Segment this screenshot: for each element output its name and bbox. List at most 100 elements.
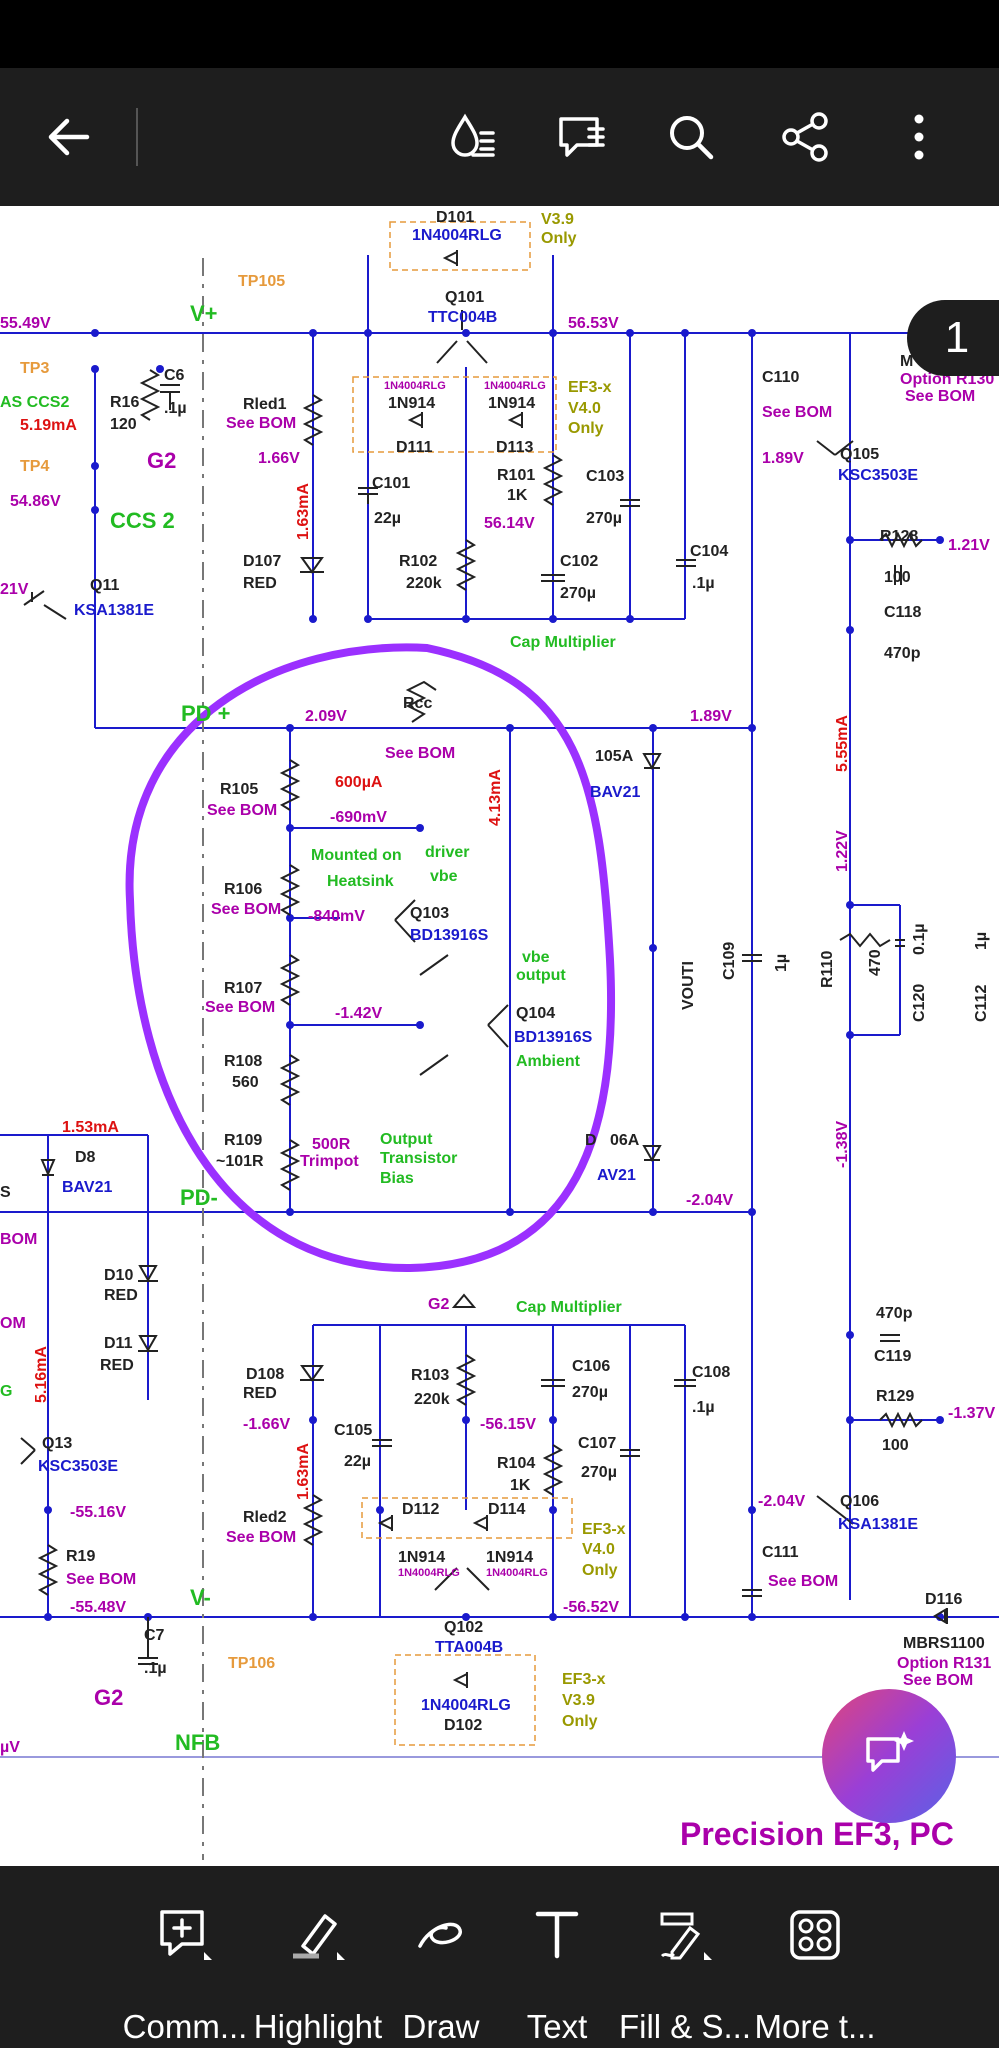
- more-icon[interactable]: [880, 98, 958, 176]
- schematic-label-rled2: Rled2: [243, 1509, 287, 1526]
- schematic-label-d112-part-s: 1N4004RLG: [398, 1567, 460, 1579]
- schematic-label-q103: Q103: [410, 905, 449, 922]
- schematic-label-c108-val: .1µ: [692, 1399, 715, 1416]
- schematic-label-v-189a: 1.89V: [762, 450, 804, 467]
- share-icon[interactable]: [766, 98, 844, 176]
- schematic-label-v-21: 21V: [0, 581, 29, 598]
- schematic-label-v-122: 1.22V: [834, 830, 851, 872]
- schematic-label-c106-val: 270µ: [572, 1384, 608, 1401]
- ai-assistant-button[interactable]: [822, 1689, 956, 1823]
- schematic-label-ma519: 5.19mA: [20, 417, 77, 434]
- schematic-label-d113-part-s: 1N4004RLG: [484, 380, 546, 392]
- schematic-label-trimpot: Trimpot: [300, 1153, 359, 1170]
- schematic-label-cap-mult-b: Cap Multiplier: [516, 1299, 622, 1316]
- search-icon[interactable]: [652, 98, 730, 176]
- schematic-label-r16: R16: [110, 394, 139, 411]
- schematic-label-d111-part: 1N914: [388, 395, 435, 412]
- schematic-label-d102-part: 1N4004RLG: [421, 1697, 511, 1714]
- schematic-label-v39-a: V3.9: [541, 211, 574, 228]
- schematic-label-bom-cut-a: BOM: [0, 1231, 37, 1248]
- schematic-label-only-d: Only: [562, 1713, 598, 1730]
- label-g2-c: G2: [94, 1685, 123, 1710]
- schematic-label-r103-val: 220k: [414, 1391, 450, 1408]
- schematic-label-v-5652n: -56.52V: [563, 1599, 619, 1616]
- schematic-label-c102-val: 270µ: [560, 585, 596, 602]
- schematic-label-c112-val: 1µ: [973, 932, 990, 950]
- read-aloud-icon[interactable]: [432, 98, 510, 176]
- schematic-label-q13-part: KSC3503E: [38, 1458, 118, 1475]
- schematic-label-c107: C107: [578, 1435, 616, 1452]
- schematic: V+ V- NFB PD + PD- CCS 2 G2 G2 Precision…: [0, 209, 999, 1860]
- schematic-label-v39-b: V3.9: [562, 1692, 595, 1709]
- schematic-label-c118-val: 470p: [884, 645, 921, 662]
- schematic-label-ma516: 5.16mA: [33, 1346, 50, 1403]
- schematic-label-q104: Q104: [516, 1005, 555, 1022]
- schematic-label-see-bom-r107: See BOM: [205, 999, 275, 1016]
- draw-tool[interactable]: Draw: [366, 1866, 516, 2048]
- schematic-label-ef3x-b: EF3-x: [582, 1521, 626, 1538]
- schematic-label-q104-part: BD13916S: [514, 1029, 593, 1046]
- schematic-label-c6-val: .1µ: [164, 400, 187, 417]
- schematic-label-ua600: 600µA: [335, 774, 383, 791]
- schematic-label-g-cut: G: [0, 1383, 12, 1400]
- back-arrow-icon[interactable]: [30, 98, 108, 176]
- document-canvas[interactable]: V+ V- NFB PD + PD- CCS 2 G2 G2 Precision…: [0, 206, 999, 1866]
- schematic-label-only-b: Only: [568, 420, 604, 437]
- schematic-label-d105a: 105A: [595, 748, 634, 765]
- schematic-label-v-204a: -2.04V: [686, 1192, 733, 1209]
- schematic-label-q105-part: KSC3503E: [838, 467, 918, 484]
- fill-sign-tool[interactable]: Fill & S...: [610, 1866, 760, 2048]
- schematic-label-r128: R128: [880, 528, 918, 545]
- schematic-label-v-5486: 54.86V: [10, 493, 61, 510]
- schematic-label-v-5548n: -55.48V: [70, 1599, 126, 1616]
- text-tool[interactable]: Text: [482, 1866, 632, 2048]
- schematic-label-c119: C119: [874, 1348, 911, 1365]
- schematic-label-v-166: 1.66V: [258, 450, 300, 467]
- label-nfb: NFB: [175, 1730, 220, 1755]
- schematic-label-ef3x-c: EF3-x: [562, 1671, 606, 1688]
- schematic-label-r110-val: 470: [867, 949, 884, 976]
- more-tools-label: More t...: [754, 2008, 876, 2045]
- schematic-label-see-bom-r105: See BOM: [207, 802, 277, 819]
- schematic-label-bav21-a: BAV21: [590, 784, 640, 801]
- comment-tool[interactable]: Comm...: [110, 1866, 260, 2048]
- schematic-label-r106: R106: [224, 881, 262, 898]
- schematic-label-v-209: 2.09V: [305, 708, 347, 725]
- schematic-label-r16-val: 120: [110, 416, 137, 433]
- schematic-label-see-bom-r130: See BOM: [905, 388, 975, 405]
- schematic-label-d114: D114: [488, 1501, 525, 1518]
- schematic-label-ef3x-a: EF3-x: [568, 379, 612, 396]
- schematic-label-r129-val: 100: [882, 1437, 909, 1454]
- schematic-label-tp4: TP4: [20, 458, 49, 475]
- schematic-label-v-5614: 56.14V: [484, 515, 535, 532]
- schematic-label-r110: R110: [819, 951, 836, 988]
- schematic-label-vouti: VOUTI: [680, 961, 697, 1010]
- label-vplus: V+: [190, 301, 218, 326]
- more-tools[interactable]: More t...: [740, 1866, 890, 2048]
- schematic-label-vbe-a: vbe: [430, 868, 458, 885]
- schematic-label-see-bom-r131: See BOM: [903, 1672, 973, 1689]
- schematic-label-r129: R129: [876, 1388, 914, 1405]
- schematic-label-c118: C118: [884, 604, 921, 621]
- schematic-label-c104: C104: [690, 543, 728, 560]
- schematic-label-v40-b: V4.0: [582, 1541, 615, 1558]
- schematic-label-d113: D113: [496, 439, 533, 456]
- schematic-label-d108: D108: [246, 1366, 284, 1383]
- label-ccs2: CCS 2: [110, 508, 175, 533]
- comment-tool-label: Comm...: [122, 2008, 248, 2045]
- comments-icon[interactable]: [542, 98, 620, 176]
- schematic-label-c120: C120: [911, 984, 928, 1022]
- schematic-label-d114-part-s: 1N4004RLG: [486, 1567, 548, 1579]
- schematic-label-q102: Q102: [444, 1619, 483, 1636]
- schematic-label-c109-val: 1µ: [773, 954, 790, 972]
- toolbar-divider: [136, 108, 138, 166]
- schematic-label-m-cut: M: [900, 353, 913, 370]
- fill-sign-icon: [660, 1912, 712, 1960]
- schematic-label-d108-color: RED: [243, 1385, 277, 1402]
- highlight-tool[interactable]: Highlight: [243, 1866, 393, 2048]
- schematic-label-c105: C105: [334, 1422, 372, 1439]
- status-bar: [0, 0, 999, 68]
- comment-add-icon: [160, 1910, 212, 1960]
- schematic-label-see-bom-c110: See BOM: [762, 404, 832, 421]
- schematic-label-q11: Q11: [90, 577, 119, 594]
